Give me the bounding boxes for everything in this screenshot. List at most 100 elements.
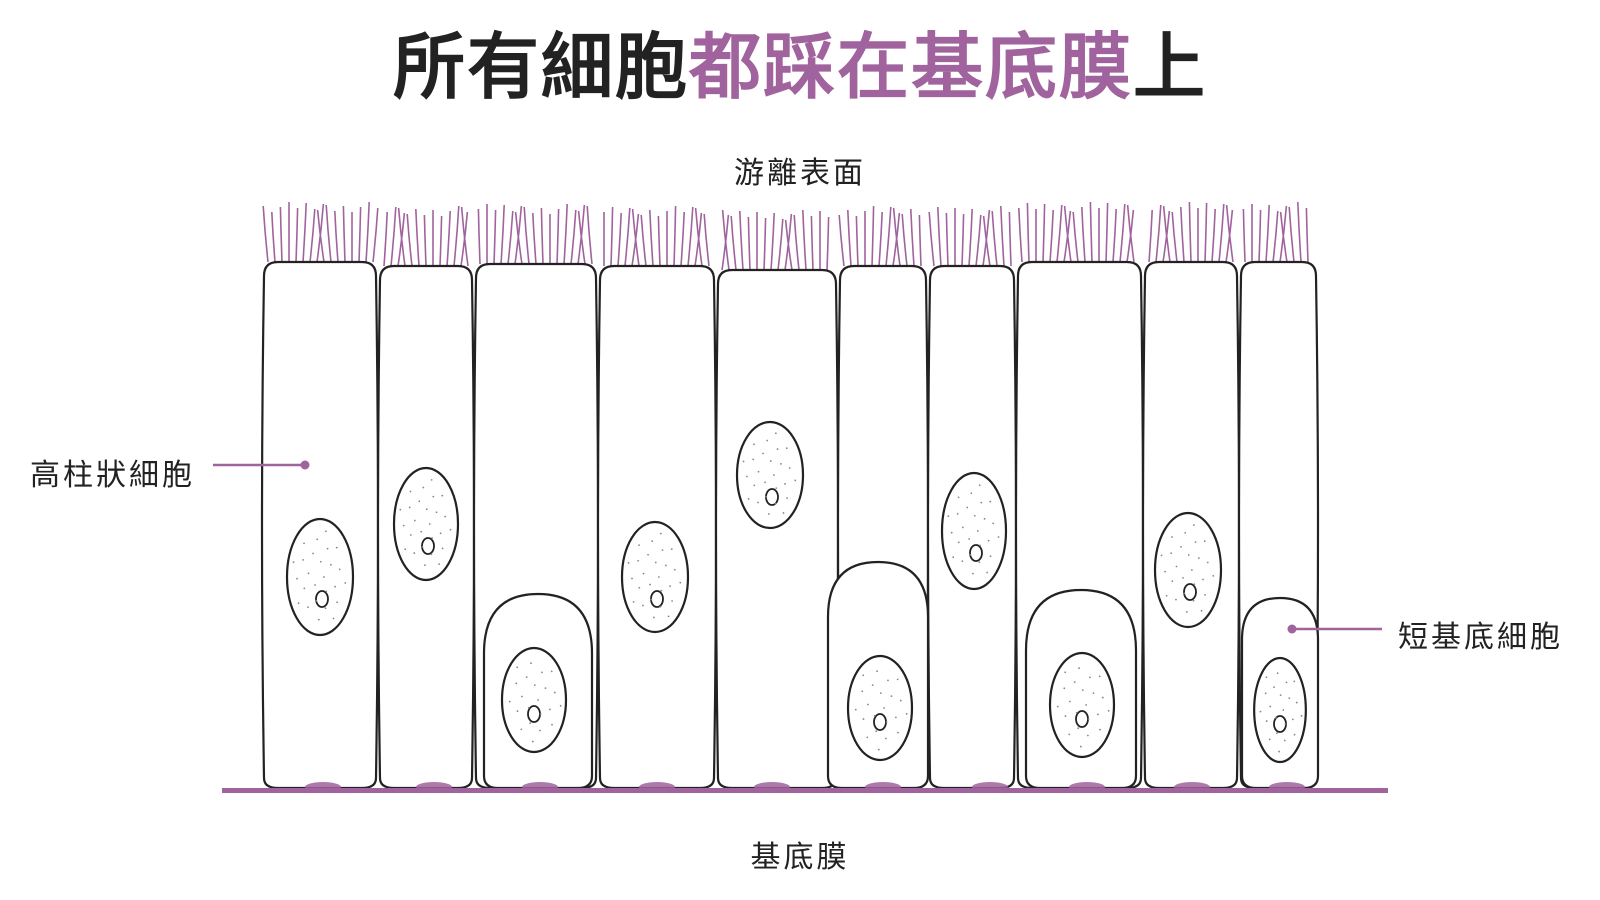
cilium [1204, 202, 1208, 263]
cilium [325, 204, 332, 263]
chromatin-dot [986, 571, 989, 574]
chromatin-dot [1099, 728, 1101, 731]
chromatin-dot [667, 615, 670, 618]
chromatin-dot [877, 748, 880, 751]
cilium [892, 207, 901, 267]
cilium [1148, 209, 1153, 263]
basement-membrane-label: 基底膜 [750, 840, 850, 875]
chromatin-dot [1279, 694, 1282, 697]
cilium [302, 202, 307, 263]
chromatin-dot [424, 564, 426, 567]
chromatin-dot [1192, 599, 1195, 602]
chromatin-dot [413, 519, 416, 522]
chromatin-dot [747, 498, 750, 500]
apical-surface-label: 游離表面 [734, 156, 866, 191]
chromatin-dot [404, 548, 407, 551]
cilium [1258, 209, 1262, 263]
chromatin-dot [539, 713, 542, 715]
cilium [1218, 203, 1225, 263]
chromatin-dot [664, 564, 667, 567]
chromatin-dot [1265, 676, 1268, 679]
chromatin-dot [774, 432, 777, 435]
basement-membrane-line [222, 788, 1388, 793]
chromatin-dot [441, 494, 444, 497]
chromatin-dot [1081, 689, 1084, 692]
chromatin-dot [1190, 569, 1193, 571]
chromatin-dot [1264, 692, 1267, 695]
chromatin-dot [997, 536, 1000, 538]
chromatin-dot [338, 568, 341, 571]
chromatin-dot [425, 508, 428, 511]
attachment-plaque [1174, 782, 1210, 792]
chromatin-dot [303, 587, 306, 590]
cilium [810, 215, 814, 271]
attachment-plaque [305, 782, 341, 792]
cilium [342, 205, 346, 263]
cilium [784, 219, 793, 271]
cilium [406, 213, 413, 267]
cilium [1049, 209, 1054, 263]
chromatin-dot [344, 582, 347, 584]
chromatin-dot [970, 492, 973, 495]
chromatin-dot [772, 474, 775, 476]
cilium [1305, 207, 1309, 263]
chromatin-dot [1068, 733, 1071, 736]
chromatin-dot [550, 670, 553, 673]
basal-nucleolus [1075, 710, 1089, 728]
chromatin-dot [1098, 675, 1101, 678]
chromatin-dot [1268, 738, 1271, 741]
cilium [1288, 206, 1295, 263]
chromatin-dot [1180, 546, 1182, 548]
cilium [1119, 203, 1126, 263]
chromatin-dot [784, 482, 786, 485]
attachment-plaque [1069, 782, 1105, 792]
chromatin-dot [966, 506, 969, 509]
chromatin-dot [444, 515, 447, 518]
cilium [1000, 205, 1005, 267]
cilium [1188, 201, 1192, 263]
nucleolus [315, 590, 329, 608]
chromatin-dot [752, 458, 755, 461]
chromatin-dot [885, 721, 888, 723]
attachment-plaque [1269, 782, 1305, 792]
chromatin-dot [775, 487, 778, 490]
chromatin-dot [314, 584, 316, 586]
chromatin-dot [753, 443, 755, 446]
cilium [721, 209, 730, 271]
title-part-1: 所有細胞 [392, 25, 689, 109]
nucleolus [421, 537, 435, 555]
basal-nucleus [846, 654, 914, 762]
chromatin-dot [1184, 532, 1187, 534]
chromatin-dot [307, 606, 309, 609]
basal-nucleus [500, 646, 568, 754]
chromatin-dot [950, 531, 953, 534]
chromatin-dot [632, 600, 635, 603]
cilium [1171, 211, 1178, 263]
attachment-plaque [639, 782, 675, 792]
chromatin-dot [1293, 733, 1296, 736]
cilium [885, 206, 892, 267]
chromatin-dot [553, 691, 556, 694]
cilium [1081, 206, 1086, 263]
chromatin-dot [525, 676, 528, 678]
cilium [961, 213, 965, 267]
chromatin-dot [671, 600, 673, 602]
basal-nucleolus [873, 713, 887, 731]
chromatin-dot [647, 553, 649, 556]
diagram-title: 所有細胞都踩在基底膜上 [0, 22, 1600, 112]
nucleus [620, 520, 690, 634]
chromatin-dot [1288, 697, 1291, 700]
chromatin-dot [1187, 554, 1190, 556]
chromatin-dot [548, 708, 551, 711]
chromatin-dot [515, 682, 518, 685]
cilium [1242, 208, 1246, 263]
nucleus [285, 517, 355, 637]
chromatin-dot [659, 532, 662, 535]
chromatin-dot [1265, 720, 1268, 722]
cilium [390, 206, 397, 267]
cilium [316, 209, 325, 263]
cilium [372, 207, 379, 263]
chromatin-dot [530, 662, 532, 665]
chromatin-dot [1273, 686, 1275, 688]
cilium [1211, 208, 1216, 263]
